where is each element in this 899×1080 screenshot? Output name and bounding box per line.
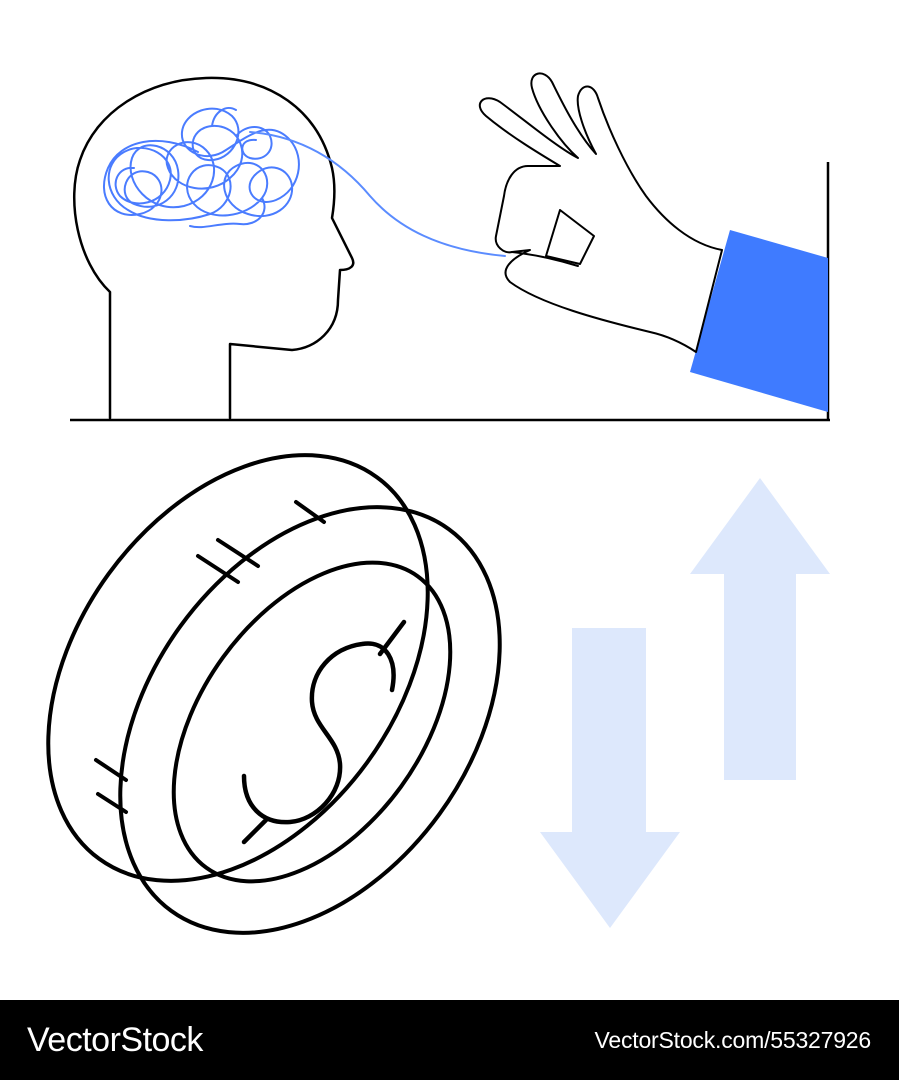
- thread-line: [249, 131, 506, 257]
- human-head-icon: [73, 76, 355, 420]
- hand-pinching-icon: [479, 72, 828, 412]
- dollar-coin-icon: [46, 453, 502, 935]
- tangled-brain-icon: [103, 107, 506, 257]
- illustration-artwork: [46, 72, 830, 935]
- arrow-down-icon: [540, 628, 680, 928]
- footer-image-id: VectorStock.com/55327926: [594, 1026, 872, 1053]
- arrow-up-icon: [690, 478, 830, 780]
- blue-sleeve: [690, 230, 828, 412]
- footer-brand: VectorStock: [27, 1020, 203, 1059]
- coin-edge-ridges: [94, 500, 326, 814]
- dollar-sign: [241, 641, 396, 825]
- footer-bar: VectorStock VectorStock.com/55327926: [0, 1000, 899, 1080]
